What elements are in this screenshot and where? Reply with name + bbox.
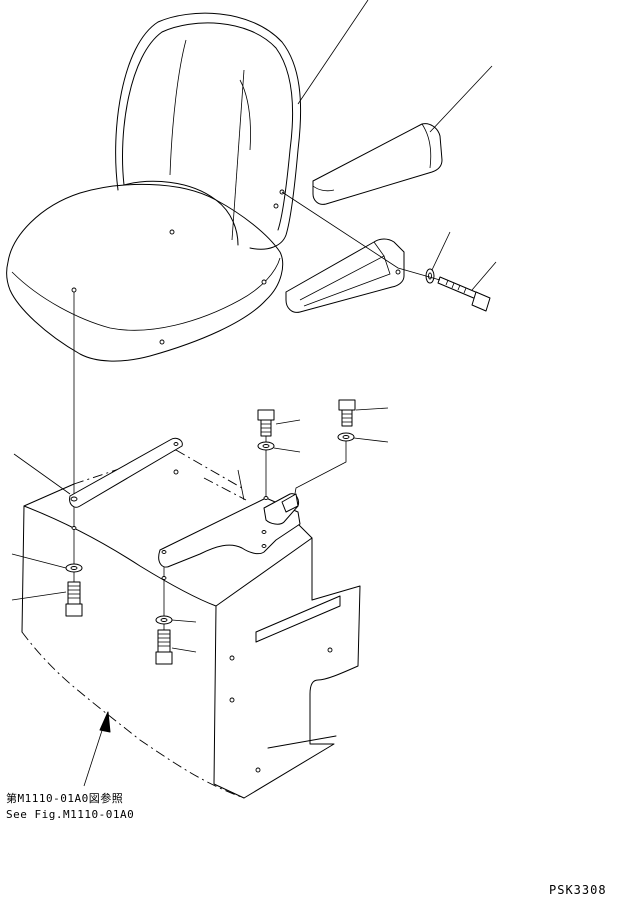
seat-cushion	[7, 184, 284, 361]
drawing-code: PSK3308	[549, 883, 607, 897]
seat-base-box	[22, 450, 360, 798]
seat-backrest	[116, 13, 301, 249]
leader-lines	[12, 0, 496, 786]
lower-left-bolt	[66, 582, 82, 616]
armrest-bolt	[438, 277, 490, 311]
armrest-center-line	[282, 192, 440, 280]
rear-washer	[156, 616, 172, 624]
top-washer-left	[258, 442, 274, 450]
top-bolt-right	[339, 400, 355, 426]
center-mounting-plate	[159, 494, 300, 567]
stud-marker-1	[72, 527, 76, 530]
top-bolt-left	[258, 410, 274, 436]
armrest-bracket	[286, 239, 404, 312]
armrest-pad	[313, 124, 442, 205]
figure-reference-japanese: 第M1110-01A0図参照	[6, 792, 124, 805]
figure-reference-english: See Fig.M1110-01A0	[6, 808, 135, 821]
stud-marker-2	[162, 577, 166, 580]
left-mounting-bracket	[70, 438, 183, 507]
rear-bolt	[156, 630, 172, 664]
top-washer-right	[338, 433, 354, 441]
bracket-bolt-line-2	[292, 440, 346, 510]
lower-left-washer	[66, 564, 82, 572]
